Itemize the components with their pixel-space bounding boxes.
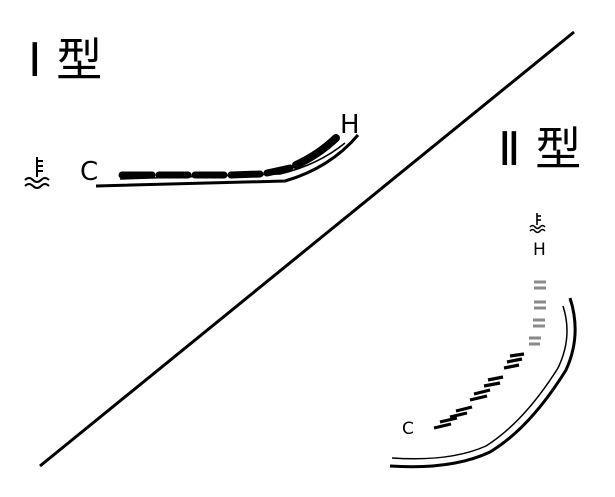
type2-segment-2 <box>455 405 473 413</box>
type2-segment-1 <box>439 416 458 424</box>
coolant-temperature-icon <box>529 213 546 234</box>
type1-gauge-rail-inner <box>119 142 346 180</box>
type2-segment-4 <box>487 375 504 382</box>
type2-segments-inactive <box>529 280 546 346</box>
type2-gauge-rail-outer <box>389 297 577 469</box>
type2-segment-4b <box>483 381 501 388</box>
type1-cold-label: C <box>80 157 98 187</box>
type2-segment-3b <box>469 394 488 402</box>
type1-hot-label: H <box>340 110 360 140</box>
type2-segment-5 <box>509 352 525 358</box>
type2-segment-2b <box>449 411 468 419</box>
type1-segment-5 <box>263 164 294 177</box>
divider-line <box>39 30 575 468</box>
type2-segment-5c <box>503 363 520 370</box>
type1-segments <box>118 134 340 179</box>
coolant-temperature-icon <box>24 157 50 189</box>
type2-segment-3 <box>473 388 491 396</box>
type2-panel: Ⅱ 型 H C <box>389 122 581 469</box>
type1-title: Ⅰ 型 <box>28 33 102 87</box>
type2-segment-1b <box>433 422 452 430</box>
type2-title: Ⅱ 型 <box>498 122 581 176</box>
type2-segment-5b <box>506 357 523 364</box>
type1-gauge-rail-outer <box>95 134 360 188</box>
type1-segment-6 <box>292 134 340 169</box>
type2-gauge-rail-inner <box>391 305 568 460</box>
type2-hot-label: H <box>533 240 546 260</box>
type1-panel: Ⅰ 型 C H <box>24 33 360 189</box>
type2-segments-active <box>433 352 525 430</box>
type1-segment-4 <box>227 170 264 179</box>
type2-cold-label: C <box>402 419 414 439</box>
